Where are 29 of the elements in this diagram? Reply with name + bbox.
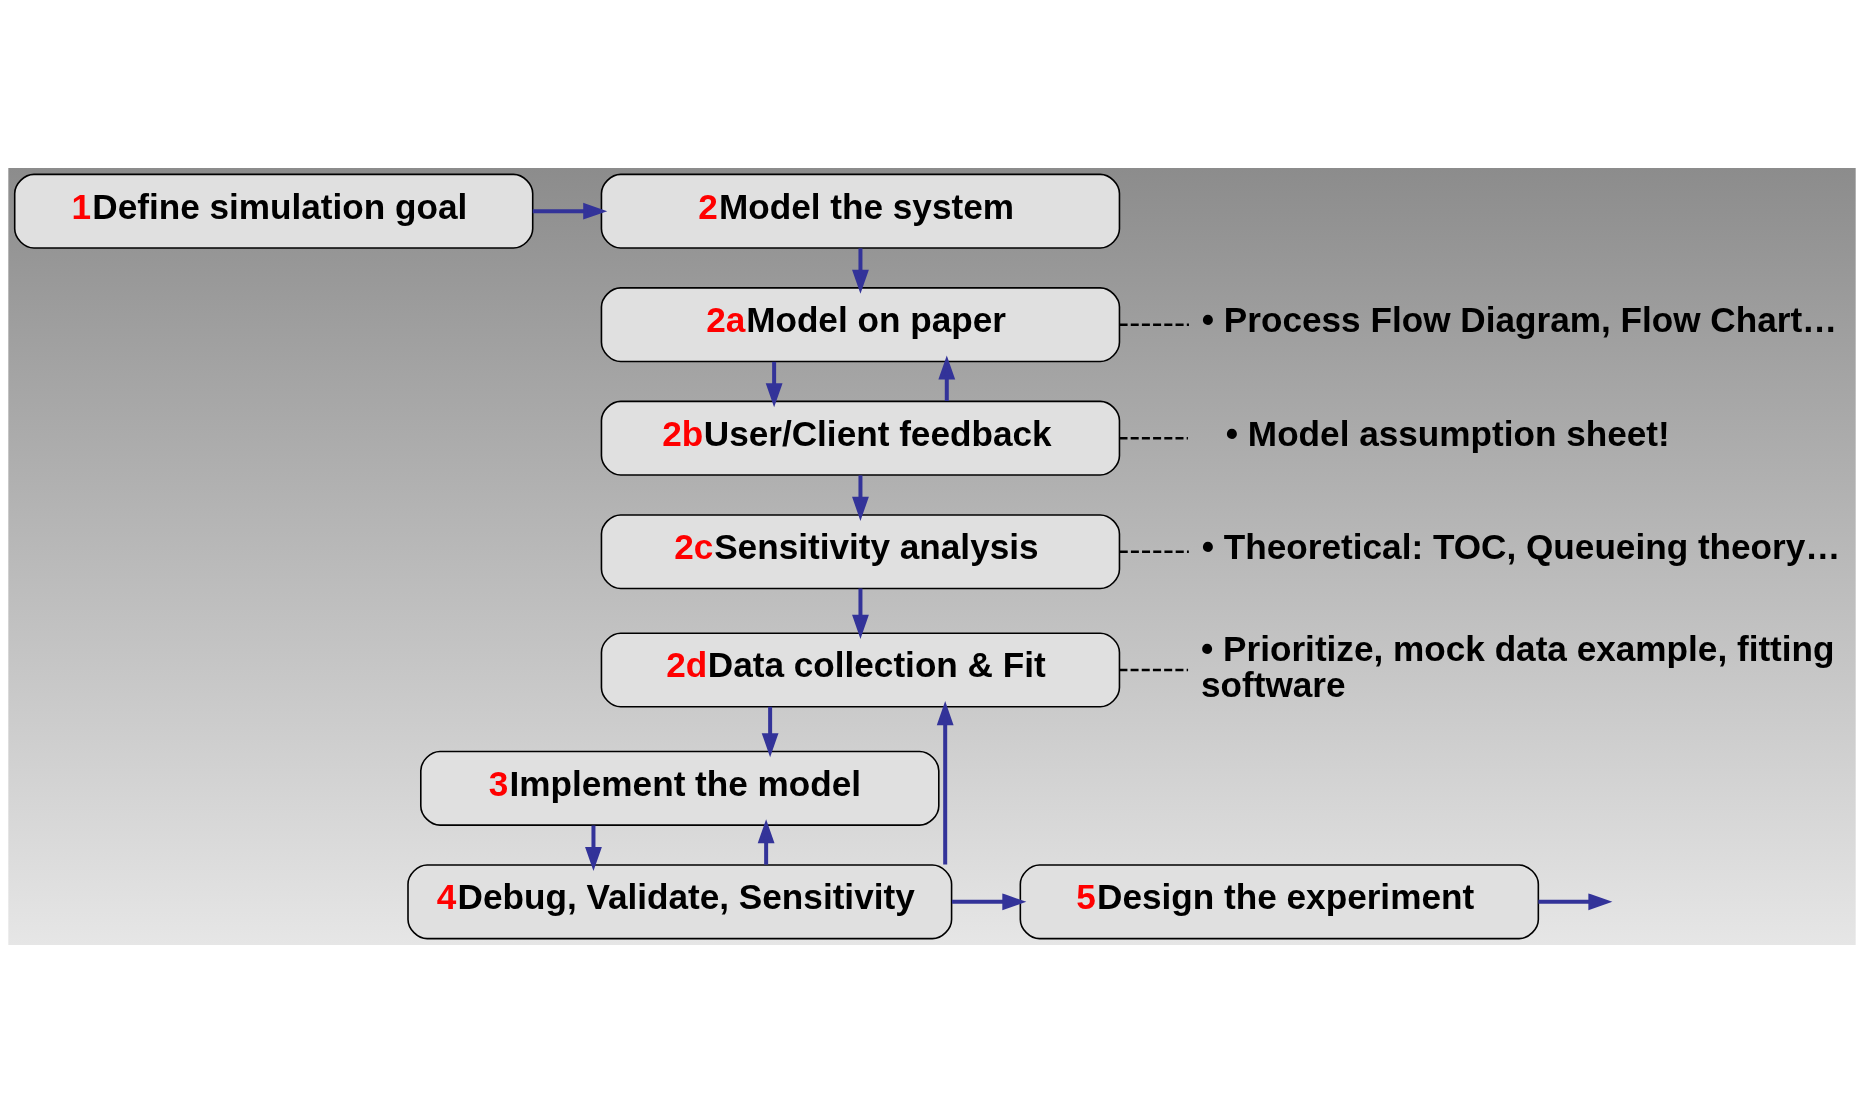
connector [1119, 668, 1189, 671]
node-box: 1Define simulation goal [13, 173, 534, 249]
arrow [938, 355, 956, 401]
node-text: • Model assumption sheet! [1225, 413, 1670, 453]
node-text: • Prioritize, mock data example, fitting software [1200, 628, 1835, 704]
node-box: 2aModel on paper [600, 286, 1121, 362]
node-text: • Process Flow Diagram, Flow Chart… [1201, 299, 1838, 339]
arrow [532, 202, 608, 220]
arrow [757, 818, 775, 865]
arrow [765, 361, 783, 407]
connector [1119, 323, 1189, 326]
node-box: 5Design the experiment [1019, 863, 1540, 939]
connector [1119, 550, 1189, 553]
arrow [1538, 892, 1613, 910]
node-box: 2bUser/Client feedback [600, 400, 1121, 476]
arrow [951, 892, 1027, 910]
node-text: • Theoretical: TOC, Queueing theory… [1201, 526, 1841, 566]
node-box: 2Model the system [600, 173, 1121, 249]
arrow [585, 825, 602, 871]
connector [1119, 436, 1188, 439]
node-box: 2cSensitivity analysis [600, 513, 1121, 589]
arrow [936, 700, 954, 865]
arrow [761, 706, 779, 757]
arrow [852, 247, 869, 294]
arrow [852, 588, 869, 639]
node-box: 4Debug, Validate, Sensitivity [407, 863, 953, 939]
node-box: 2dData collection & Fit [600, 631, 1121, 708]
arrow [852, 474, 869, 521]
node-box: 3Implement the model [420, 750, 940, 826]
